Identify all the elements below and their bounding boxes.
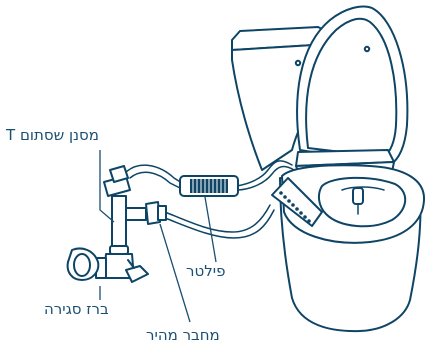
filter-label: פילטר xyxy=(186,262,225,280)
t-valve-assembly xyxy=(104,166,166,254)
quick-connector-hose xyxy=(165,205,270,232)
water-filter xyxy=(180,176,238,196)
t-valve-label: מסנן שסתום T xyxy=(6,126,99,144)
shutoff-valve xyxy=(68,249,148,283)
shutoff-valve-label: ברז סגירה xyxy=(44,300,109,318)
quick-connector-label: מחבר מהיר xyxy=(146,326,220,344)
